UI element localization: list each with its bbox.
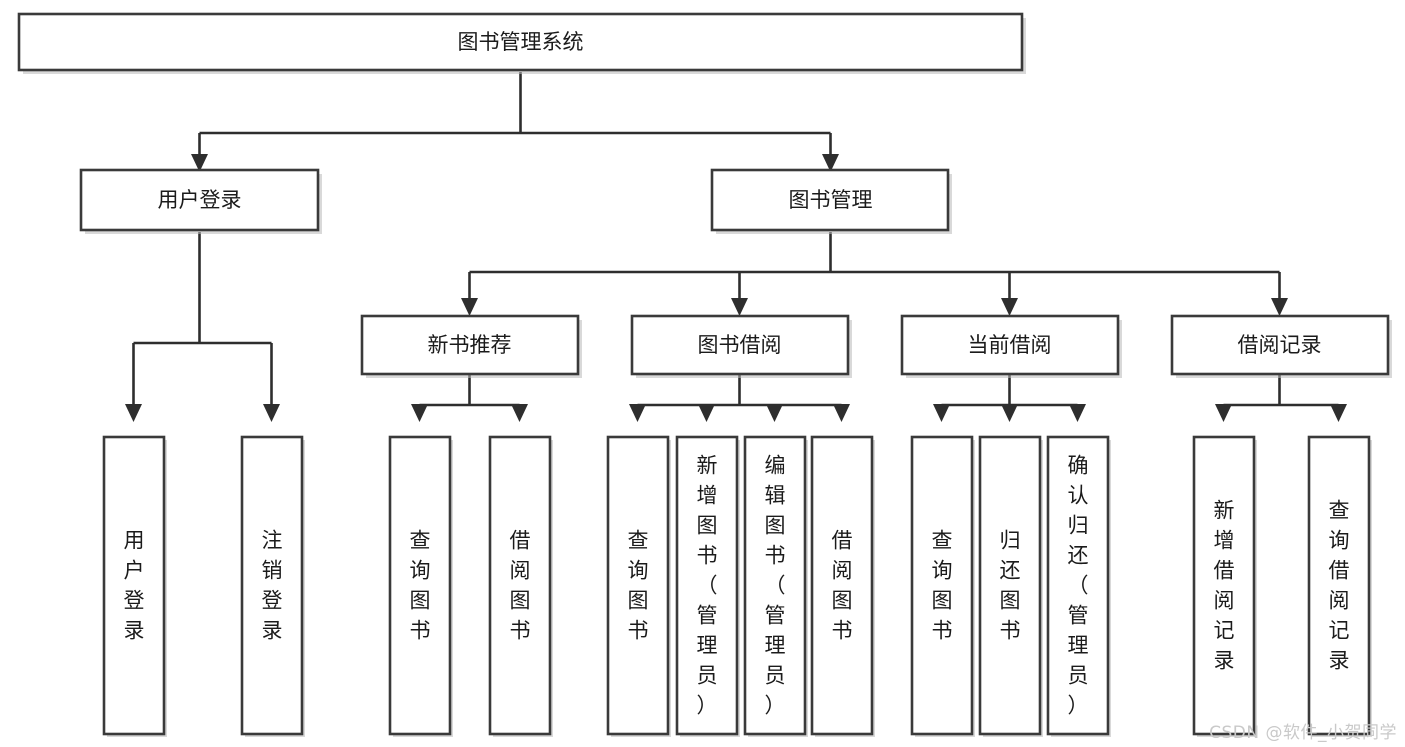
- node-current-borrow-label: 当前借阅: [968, 333, 1052, 357]
- connector-group-borrow-record: [1215, 375, 1347, 422]
- leaf-node-book-borrow-2-label: 新增图书（管理员）: [697, 454, 718, 718]
- arrow-leaf-user-login-2: [263, 404, 280, 422]
- leaf-node-user-login-2-label: 注销登录: [262, 529, 283, 643]
- arrow-leaf-book-borrow-2: [698, 404, 715, 422]
- leaf-node-book-borrow-4-label: 借阅图书: [832, 529, 853, 643]
- arrow-user-login: [191, 154, 208, 172]
- leaf-node-current-borrow-3-label: 确认归还（管理员）: [1068, 454, 1089, 718]
- leaf-node-user-login-1-label: 用户登录: [124, 529, 145, 643]
- arrow-new-book: [461, 298, 478, 316]
- arrow-leaf-borrow-record-2: [1330, 404, 1347, 422]
- connector-group-current-borrow: [933, 375, 1086, 422]
- leaf-node-current-borrow-2[interactable]: 归还图书: [978, 435, 1043, 737]
- arrow-leaf-borrow-record-1: [1215, 404, 1232, 422]
- leaf-node-current-borrow-1-label: 查询图书: [932, 529, 953, 643]
- arrow-leaf-current-borrow-3: [1069, 404, 1086, 422]
- connector-group-book-mgmt: [461, 232, 1288, 316]
- leaf-node-user-login-1[interactable]: 用户登录: [102, 435, 167, 737]
- node-user-login-label: 用户登录: [158, 188, 242, 212]
- leaf-node-book-borrow-3[interactable]: 编辑图书（管理员）: [743, 435, 808, 737]
- node-new-book-recommend[interactable]: 新书推荐: [360, 314, 582, 378]
- arrow-leaf-new-book-1: [411, 404, 428, 422]
- arrow-leaf-book-borrow-4: [833, 404, 850, 422]
- connector-group-book-borrow: [629, 375, 850, 422]
- leaf-node-new-book-recommend-2-label: 借阅图书: [510, 529, 531, 643]
- leaf-node-current-borrow-1[interactable]: 查询图书: [910, 435, 975, 737]
- node-borrow-record-label: 借阅记录: [1238, 333, 1322, 357]
- leaf-node-book-borrow-1[interactable]: 查询图书: [606, 435, 671, 737]
- node-user-login[interactable]: 用户登录: [79, 168, 322, 234]
- arrow-leaf-current-borrow-1: [933, 404, 950, 422]
- leaf-node-book-borrow-2[interactable]: 新增图书（管理员）: [675, 435, 740, 737]
- leaf-node-current-borrow-3[interactable]: 确认归还（管理员）: [1046, 435, 1111, 737]
- node-root[interactable]: 图书管理系统: [17, 12, 1026, 74]
- node-book-management-label: 图书管理: [789, 188, 873, 212]
- arrow-borrow-record: [1271, 298, 1288, 316]
- node-current-borrow[interactable]: 当前借阅: [900, 314, 1122, 378]
- arrow-current-borrow: [1001, 298, 1018, 316]
- leaf-node-borrow-record-1-label: 新增借阅记录: [1214, 499, 1235, 673]
- leaf-node-book-borrow-3-label: 编辑图书（管理员）: [765, 454, 786, 718]
- arrow-leaf-book-borrow-1: [629, 404, 646, 422]
- node-book-borrow[interactable]: 图书借阅: [630, 314, 852, 378]
- node-borrow-record[interactable]: 借阅记录: [1170, 314, 1392, 378]
- arrow-leaf-user-login-1: [125, 404, 142, 422]
- leaf-node-layer: 用户登录 注销登录 查询图书 借阅图书 查询图书 新增图书（管理员） 编辑图书（管理员） 借阅…: [102, 435, 1372, 737]
- node-new-book-recommend-label: 新书推荐: [428, 333, 512, 357]
- leaf-node-new-book-recommend-1-label: 查询图书: [410, 529, 431, 643]
- connector-group-user-login: [125, 232, 280, 422]
- arrow-leaf-book-borrow-3: [766, 404, 783, 422]
- leaf-node-borrow-record-2[interactable]: 查询借阅记录: [1307, 435, 1372, 737]
- connector-group-root: [191, 72, 839, 172]
- arrow-leaf-new-book-2: [511, 404, 528, 422]
- arrow-book-borrow: [731, 298, 748, 316]
- node-book-management[interactable]: 图书管理: [710, 168, 952, 234]
- leaf-node-borrow-record-2-label: 查询借阅记录: [1329, 499, 1350, 673]
- leaf-node-borrow-record-1[interactable]: 新增借阅记录: [1192, 435, 1257, 737]
- node-root-label: 图书管理系统: [458, 30, 584, 54]
- node-book-borrow-label: 图书借阅: [698, 333, 782, 357]
- leaf-node-user-login-2[interactable]: 注销登录: [240, 435, 305, 737]
- leaf-node-new-book-recommend-1[interactable]: 查询图书: [388, 435, 453, 737]
- leaf-node-current-borrow-2-label: 归还图书: [1000, 529, 1021, 643]
- arrow-leaf-current-borrow-2: [1001, 404, 1018, 422]
- connector-group-new-book: [411, 375, 528, 422]
- arrow-book-mgmt: [822, 154, 839, 172]
- leaf-node-book-borrow-1-label: 查询图书: [628, 529, 649, 643]
- leaf-node-book-borrow-4[interactable]: 借阅图书: [810, 435, 875, 737]
- leaf-node-new-book-recommend-2[interactable]: 借阅图书: [488, 435, 553, 737]
